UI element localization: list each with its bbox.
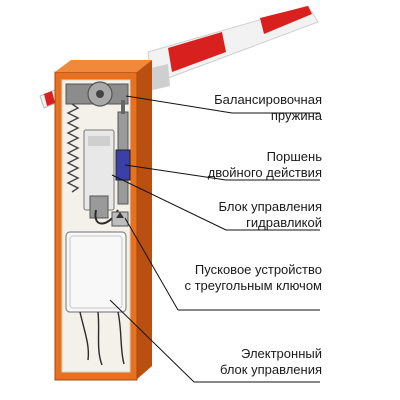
- barrier-boom-arm: [134, 5, 319, 94]
- double-acting-piston: [115, 100, 131, 205]
- label-line: блок управления: [219, 362, 322, 377]
- starter-device: [111, 211, 129, 227]
- label-line: Поршень: [266, 149, 322, 164]
- label-double-acting-piston: Поршень двойного действия: [208, 149, 322, 181]
- label-electronic-control-unit: Электронный блок управления: [220, 346, 322, 378]
- housing-side-wall: [136, 60, 152, 380]
- label-line: Балансировочная: [214, 92, 322, 107]
- label-line: пружина: [270, 108, 322, 123]
- label-line: Блок управления: [218, 199, 322, 214]
- electronic-control-unit: [65, 231, 127, 313]
- drive-pulley: [65, 81, 129, 107]
- label-line: двойного действия: [207, 165, 322, 180]
- cables: [79, 311, 125, 366]
- label-line: Электронный: [241, 346, 322, 361]
- balancing-spring: [66, 103, 80, 193]
- label-line: Пусковое устройство: [194, 262, 322, 277]
- label-line: гидравликой: [246, 215, 322, 230]
- label-starter-device: Пусковое устройство с треугольным ключом: [184, 262, 322, 294]
- label-balancing-spring: Балансировочная пружина: [214, 92, 322, 124]
- hydraulic-control-unit: [83, 129, 119, 225]
- label-hydraulic-control-unit: Блок управления гидравликой: [218, 199, 322, 231]
- leader-lines: [109, 95, 320, 383]
- label-line: с треугольным ключом: [184, 278, 322, 293]
